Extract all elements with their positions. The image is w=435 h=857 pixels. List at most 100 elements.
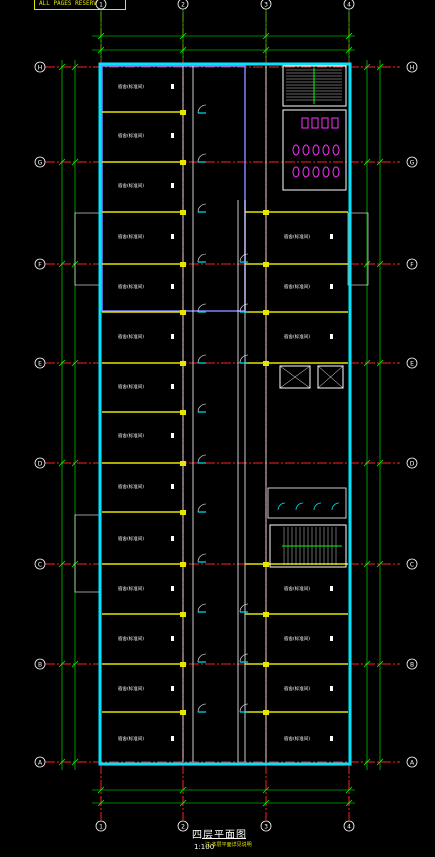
axis-bubble-label: C — [410, 561, 414, 568]
dimension-tick — [262, 786, 270, 794]
door-swing — [197, 354, 207, 364]
column — [180, 510, 186, 515]
zone-outline — [101, 65, 246, 312]
door-mark — [171, 484, 174, 489]
axis-bubble — [34, 457, 46, 469]
axis-bubble — [406, 61, 418, 73]
elevator-cross — [279, 365, 311, 389]
door-swing — [295, 502, 304, 511]
drawing-subtitle: 注:本层平面详见说明 — [205, 842, 252, 848]
room-label: 宿舍(标准间) — [284, 685, 310, 692]
room-label: 宿舍(标准间) — [118, 333, 144, 340]
door-swing — [197, 203, 207, 213]
axis-bubble — [34, 258, 46, 270]
axis-bubble — [343, 820, 355, 832]
dimension-tick — [97, 799, 105, 807]
axis-bubble — [406, 756, 418, 768]
door-mark — [330, 284, 333, 289]
axis-bubble — [177, 0, 189, 10]
door-mark — [171, 636, 174, 641]
column — [180, 210, 186, 215]
room-label: 宿舍(标准间) — [118, 383, 144, 390]
dimension-tick — [71, 158, 79, 166]
axis-bubble-label: F — [38, 261, 42, 268]
drawing-scale: 1:100 — [194, 843, 215, 851]
door-swing — [197, 303, 207, 313]
axis-bubble-label: E — [38, 360, 42, 367]
column — [180, 662, 186, 667]
axis-bubble — [177, 820, 189, 832]
dimension-tick — [71, 359, 79, 367]
stair-top — [282, 65, 347, 107]
room-label: 宿舍(标准间) — [118, 585, 144, 592]
door-mark — [171, 384, 174, 389]
column — [180, 461, 186, 466]
door-swing — [239, 603, 249, 613]
column — [263, 210, 269, 215]
title-block: ALL PAGES RESERVED — [34, 0, 126, 10]
dimension-tick — [376, 459, 384, 467]
axis-bubble-label: 2 — [181, 1, 185, 8]
door-mark — [330, 736, 333, 741]
column — [180, 710, 186, 715]
toilet-fixture — [332, 144, 340, 156]
door-swing — [239, 354, 249, 364]
axis-bubble-label: 1 — [99, 823, 103, 830]
door-swing — [331, 502, 340, 511]
title-underline — [202, 838, 246, 839]
axis-bubble — [343, 0, 355, 10]
axis-bubble — [95, 820, 107, 832]
door-swing — [197, 253, 207, 263]
door-mark — [171, 736, 174, 741]
column — [263, 562, 269, 567]
dimension-lines — [58, 32, 384, 807]
dimension-tick — [262, 32, 270, 40]
dimension-tick — [363, 660, 371, 668]
toilet-fixture — [302, 144, 310, 156]
room-label: 宿舍(标准间) — [118, 132, 144, 139]
door-swing — [197, 603, 207, 613]
dimension-tick — [262, 46, 270, 54]
door-swing — [239, 703, 249, 713]
door-swing — [239, 253, 249, 263]
column — [263, 262, 269, 267]
toilet-fixture — [312, 144, 320, 156]
axis-bubble — [260, 820, 272, 832]
door-mark — [171, 586, 174, 591]
dimension-tick — [376, 359, 384, 367]
door-swing — [313, 502, 322, 511]
dimension-tick — [179, 786, 187, 794]
column — [263, 662, 269, 667]
dimension-tick — [71, 459, 79, 467]
room-label: 宿舍(标准间) — [118, 233, 144, 240]
dimension-tick — [345, 799, 353, 807]
column — [180, 160, 186, 165]
axis-bubble-label: B — [38, 661, 42, 668]
dimension-tick — [345, 46, 353, 54]
door-mark — [330, 686, 333, 691]
door-swing — [197, 653, 207, 663]
room-label: 宿舍(标准间) — [118, 735, 144, 742]
axis-bubble-label: G — [38, 159, 43, 166]
axis-bubble — [34, 61, 46, 73]
door-swing — [197, 503, 207, 513]
dimension-tick — [363, 63, 371, 71]
elevator-cross — [317, 365, 344, 389]
door-mark — [330, 334, 333, 339]
door-mark — [171, 183, 174, 188]
elevator-shaft — [279, 365, 311, 389]
axis-bubble-label: 4 — [347, 1, 351, 8]
axis-bubble-label: 3 — [264, 1, 268, 8]
room-label: 宿舍(标准间) — [118, 635, 144, 642]
axis-bubble-label: 4 — [347, 823, 351, 830]
column — [263, 310, 269, 315]
axis-bubble — [406, 558, 418, 570]
door-swing — [277, 502, 286, 511]
axis-bubble — [34, 658, 46, 670]
dimension-tick — [345, 32, 353, 40]
axis-bubble-label: F — [410, 261, 414, 268]
axis-bubble — [34, 756, 46, 768]
dimension-tick — [58, 758, 66, 766]
room-label: 宿舍(标准间) — [118, 182, 144, 189]
